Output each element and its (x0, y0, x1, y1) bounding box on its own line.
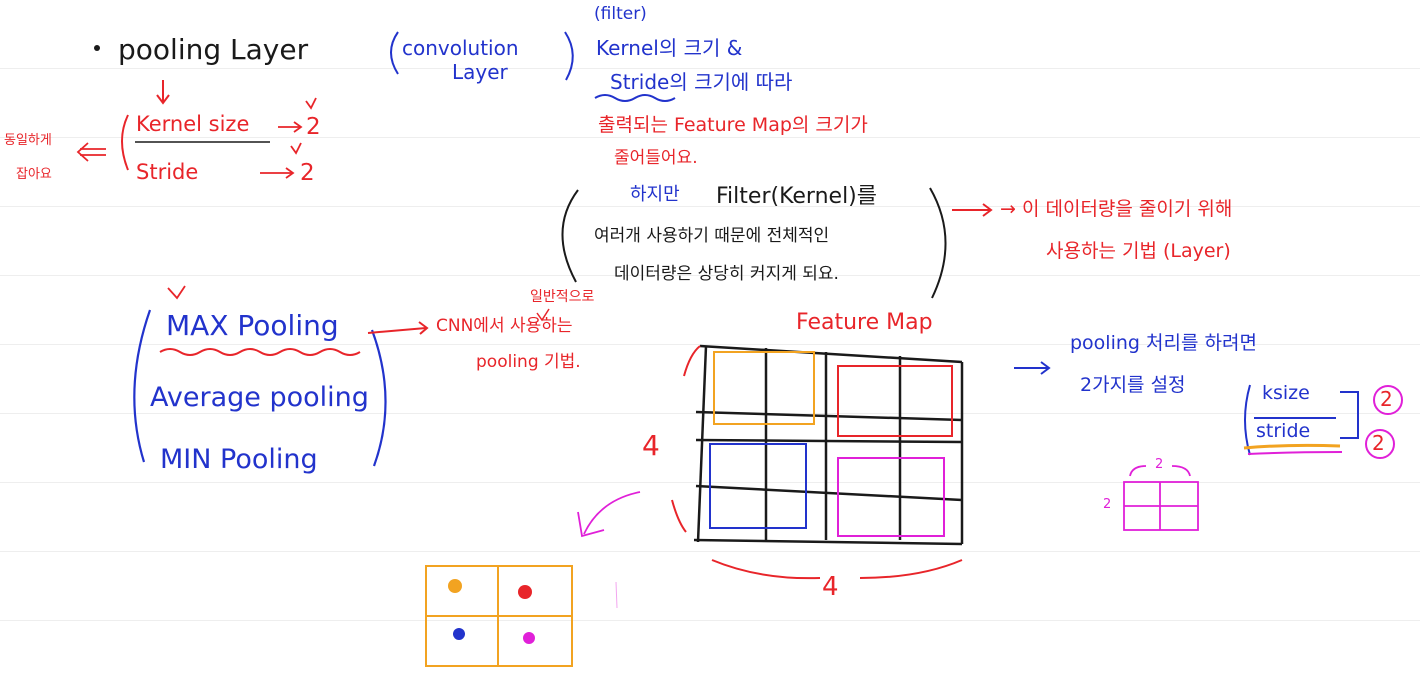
common-note-line-1: CNN에서 사용하는 (436, 316, 573, 336)
grid-bracket-bottom (711, 559, 963, 580)
pooled-dot-blue (453, 628, 465, 640)
pooling-title: pooling Layer (118, 33, 309, 66)
method-min-pooling: MIN Pooling (160, 444, 318, 475)
mini-grid (1123, 465, 1199, 531)
common-note-top: 일반적으로 (530, 289, 595, 305)
check-icon (290, 142, 302, 155)
reduce-note-line-1: → 이 데이터량을 줄이기 위해 (1000, 198, 1233, 220)
pooled-mark (615, 581, 618, 609)
however-line-2: 여러개 사용하기 때문에 전체적인 (594, 226, 830, 246)
setup-value-stride: 2 (1372, 431, 1385, 455)
stride-highlight (1247, 451, 1343, 455)
method-average-pooling: Average pooling (150, 382, 369, 413)
setup-arrow-icon (1014, 361, 1051, 375)
max-arrow-icon (367, 321, 429, 335)
region-bottom-left (709, 443, 807, 529)
pooled-output-grid (425, 565, 573, 667)
check-icon (167, 285, 186, 300)
stride-value: 2 (300, 160, 315, 186)
reduce-note-line-2: 사용하는 기법 (Layer) (1046, 240, 1231, 262)
pooled-dot-red (518, 585, 532, 599)
however-highlight: 하지만 (630, 184, 680, 205)
stride-squiggle (594, 94, 676, 102)
filter-note: (filter) (594, 4, 647, 24)
down-arrow-icon (156, 80, 170, 105)
mini-grid-side-label: 2 (1103, 497, 1112, 512)
common-note-line-2: pooling 기법. (476, 352, 581, 372)
convolution-paren-right (564, 31, 574, 81)
setup-param-stride: stride (1256, 420, 1311, 442)
however-paren-left (561, 189, 579, 283)
method-max-pooling: MAX Pooling (166, 309, 339, 342)
bullet-dot (94, 45, 100, 51)
setup-paren (1244, 384, 1251, 456)
region-top-left (713, 351, 815, 425)
methods-paren-left (133, 309, 152, 463)
however-paren-right (929, 187, 947, 299)
check-icon (305, 97, 317, 110)
check-icon (536, 308, 550, 322)
kernel-arrow-icon (278, 121, 303, 133)
output-size-note: 출력되는 Feature Map의 크기가 (598, 114, 868, 136)
feature-map-grid (693, 344, 964, 546)
kernel-size-value: 2 (306, 114, 321, 140)
convolution-layer-label: Layer (452, 60, 508, 84)
setup-value-ksize: 2 (1380, 387, 1393, 411)
double-arrow-icon (76, 142, 106, 162)
stride-arrow-icon (260, 167, 295, 179)
grid-bracket-left (671, 499, 687, 533)
region-top-right (837, 365, 953, 437)
methods-paren-right (370, 329, 387, 467)
mini-grid-top-label: 2 (1155, 457, 1164, 472)
however-line-1: Filter(Kernel)를 (716, 184, 878, 209)
region-bottom-right (837, 457, 945, 537)
pooled-dot-orange (448, 579, 462, 593)
setup-note-line-2: 2가지를 설정 (1080, 374, 1186, 396)
max-underline (159, 348, 361, 356)
grid-bracket-top (683, 345, 701, 377)
feature-map-cols-label: 4 (822, 572, 839, 602)
output-arrow-icon (577, 491, 641, 538)
stride-highlight (1243, 443, 1341, 450)
however-line-3: 데이터량은 상당히 커지게 되요. (614, 264, 839, 284)
feature-map-title: Feature Map (796, 310, 933, 335)
output-size-note-end: 줄어들어요. (614, 148, 698, 168)
setup-param-ksize: ksize (1262, 382, 1310, 404)
feature-map-rows-label: 4 (642, 429, 660, 462)
setup-bracket (1340, 391, 1359, 439)
stride-label: Stride (136, 160, 199, 184)
kernel-size-note: Kernel의 크기 & (596, 36, 743, 60)
setup-note-line-1: pooling 처리를 하려면 (1070, 332, 1257, 354)
convolution-label: convolution (402, 36, 519, 60)
value-circle (1365, 429, 1395, 459)
pooled-dot-magenta (523, 632, 535, 644)
convolution-paren-left (390, 31, 399, 75)
reduce-arrow-icon (952, 203, 993, 217)
stride-size-note: Stride의 크기에 따라 (610, 70, 793, 94)
side-note-line-2: 잡아요 (16, 167, 52, 182)
kernel-size-label: Kernel size (136, 112, 250, 136)
value-circle (1373, 385, 1403, 415)
side-note-line-1: 동일하게 (4, 133, 52, 148)
params-brace (121, 114, 129, 171)
